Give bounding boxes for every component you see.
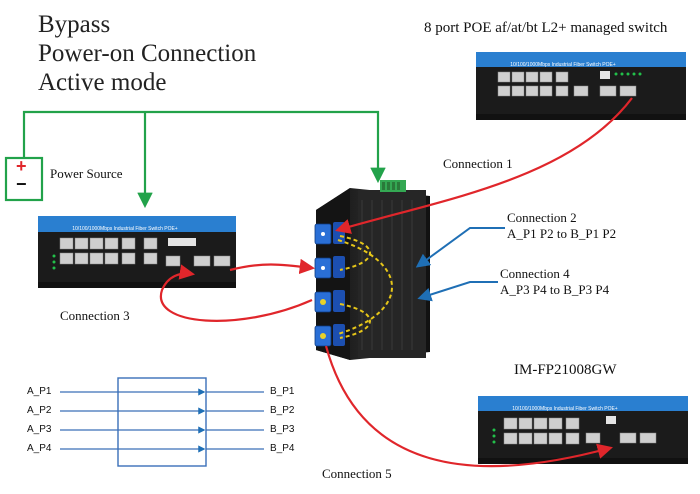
connection-5-fiber — [324, 345, 613, 468]
power-plus-icon: + — [16, 156, 27, 176]
title-line-1: Bypass — [38, 11, 111, 38]
connection-4-detail: A_P3 P4 to B_P3 P4 — [500, 282, 610, 297]
switch-top-banner: 10/100/1000Mbps Industrial Fiber Switch … — [510, 62, 616, 68]
power-source-label: Power Source — [50, 166, 123, 181]
title-line-3: Active mode — [38, 69, 167, 96]
bypass-internal-links — [337, 235, 393, 339]
b-port-label: B_P3 — [270, 424, 295, 435]
connection-1-label: Connection 1 — [443, 156, 513, 171]
a-port-label: A_P3 — [27, 424, 52, 435]
fiber-connections — [159, 97, 633, 468]
bypass-box — [117, 377, 207, 467]
connection-3-fiber — [229, 258, 316, 275]
b-port-label: B_P4 — [270, 443, 295, 454]
a-port-label: A_P4 — [27, 443, 52, 454]
device-model-label: IM-FP21008GW — [514, 362, 617, 378]
b-port-label: B_P2 — [270, 405, 295, 416]
connection-3-label: Connection 3 — [60, 308, 130, 323]
annotation-arrows — [415, 227, 505, 302]
title-line-2: Power-on Connection — [38, 40, 257, 67]
power-wiring — [22, 110, 386, 209]
switch-bottom-right — [478, 396, 688, 464]
power-minus-icon: − — [16, 174, 27, 194]
switch-left-banner: 10/100/1000Mbps Industrial Fiber Switch … — [72, 226, 178, 232]
connection-2-label: Connection 2 — [507, 210, 577, 225]
a-port-label: A_P1 — [27, 386, 52, 397]
port-mapping-diagram — [60, 377, 264, 467]
power-source-box — [4, 156, 44, 202]
connection-5-label: Connection 5 — [322, 466, 392, 481]
b-port-label: B_P1 — [270, 386, 295, 397]
connection-2-detail: A_P1 P2 to B_P1 P2 — [507, 226, 617, 241]
a-port-label: A_P2 — [27, 405, 52, 416]
connection-3-loop — [159, 264, 313, 322]
switch-top-label: 8 port POE af/at/bt L2+ managed switch — [424, 20, 668, 36]
switch-top-right — [476, 52, 686, 120]
bypass-device — [314, 180, 430, 360]
connection-4-label: Connection 4 — [500, 266, 570, 281]
switch-bottom-banner: 10/100/1000Mbps Industrial Fiber Switch … — [512, 406, 618, 412]
connection-1-fiber — [335, 97, 633, 234]
